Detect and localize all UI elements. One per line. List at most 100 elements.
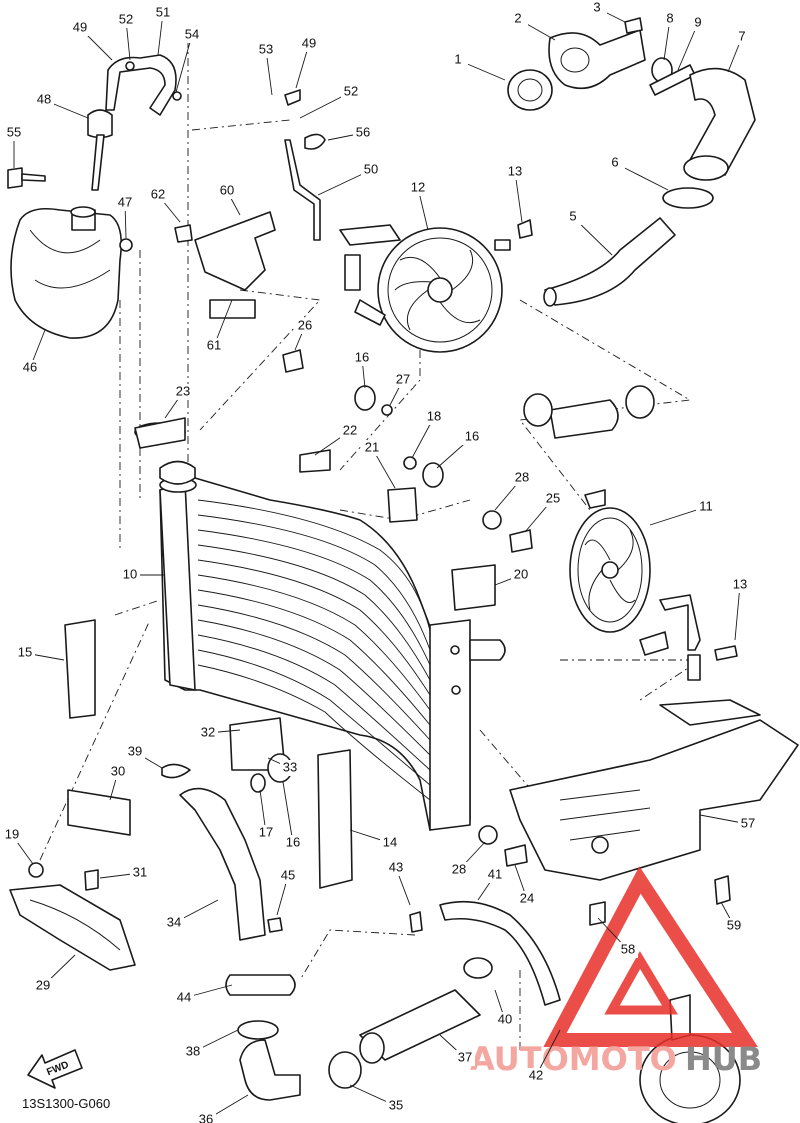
callout-number: 34 [167, 914, 181, 929]
callout-background [34, 92, 54, 108]
callout-number: 5 [569, 208, 576, 223]
callout-background [196, 1112, 216, 1123]
callout-number: 26 [298, 317, 312, 332]
callout-number: 54 [185, 26, 199, 41]
callout-number: 29 [36, 977, 50, 992]
watermark-text-a: AUTOMOTO [470, 1040, 677, 1078]
callout-number: 61 [207, 337, 221, 352]
watermark-text: AUTOMOTO HUB [470, 1040, 762, 1078]
callout-background [2, 827, 22, 843]
forward-arrow: FWD [27, 1049, 83, 1089]
callout-background [352, 350, 372, 366]
callout-number: 39 [128, 743, 142, 758]
callout-background [183, 1044, 203, 1060]
callout-number: 20 [514, 566, 528, 581]
callout-background [526, 1068, 546, 1084]
callout-background [125, 744, 145, 760]
callout-number: 17 [259, 824, 273, 839]
callout-background [130, 865, 150, 881]
callout-number: 8 [666, 10, 673, 25]
callout-background [353, 125, 373, 141]
callout-number: 23 [176, 383, 190, 398]
callout-background [495, 1012, 515, 1028]
callout-number: 22 [343, 422, 357, 437]
drawing-code: 13S1300-G060 [22, 1096, 111, 1111]
callout-number: 28 [452, 861, 466, 876]
callout-number: 55 [7, 124, 21, 139]
callout-number: 42 [529, 1067, 543, 1082]
callout-number: 49 [302, 35, 316, 50]
callout-background [280, 760, 300, 776]
small-hose-assembly [523, 385, 655, 439]
lower-guard [9, 884, 136, 971]
callout-number: 48 [37, 91, 51, 106]
bolts-upper-left [7, 167, 133, 252]
bypass-hoses [359, 900, 561, 1064]
callout-number: 7 [738, 28, 745, 43]
reservoir-tank [10, 206, 123, 339]
callout-number: 1 [454, 51, 461, 66]
callout-number: 50 [364, 161, 378, 176]
callout-number: 11 [699, 498, 713, 513]
callout-background [174, 990, 194, 1006]
callout-number: 52 [344, 83, 358, 98]
callout-number: 37 [458, 1049, 472, 1064]
callout-number: 43 [389, 859, 403, 874]
cooling-fan-lower [569, 489, 738, 681]
callout-background [587, 0, 607, 16]
callout-background [341, 84, 361, 100]
callout-background [256, 42, 276, 58]
callout-number: 6 [611, 154, 618, 169]
callout-background [340, 423, 360, 439]
leader-line [282, 781, 294, 844]
callout-background [505, 164, 525, 180]
callout-background [393, 372, 413, 388]
callout-background [455, 1050, 475, 1066]
callout-number: 53 [259, 41, 273, 56]
cooling-fan-upper [339, 219, 533, 353]
callout-background [449, 862, 469, 878]
callout-background [204, 338, 224, 354]
callout-number: 31 [133, 864, 147, 879]
callout-number: 33 [283, 759, 297, 774]
callout-background [386, 860, 406, 876]
callout-number: 19 [5, 826, 19, 841]
callout-number: 27 [396, 371, 410, 386]
callout-background [408, 180, 428, 196]
callout-number: 41 [488, 866, 502, 881]
callout-number: 38 [186, 1043, 200, 1058]
callout-background [164, 915, 184, 931]
callout-background [299, 36, 319, 52]
callout-background [688, 15, 708, 31]
callout-number: 56 [356, 124, 370, 139]
callout-background [485, 867, 505, 883]
callout-background [198, 725, 218, 741]
lower-hose-assembly [179, 787, 362, 1101]
leader-line [734, 584, 741, 641]
callout-number: 58 [621, 941, 635, 956]
thermostat-assembly [507, 17, 756, 181]
callout-background [115, 195, 135, 211]
callout-background [605, 155, 625, 171]
callout-background [563, 209, 583, 225]
callout-number: 35 [389, 1097, 403, 1112]
callout-number: 46 [23, 359, 37, 374]
callout-number: 2 [514, 10, 521, 25]
callout-number: 3 [593, 0, 600, 14]
callout-background [386, 1098, 406, 1114]
callout-number: 25 [546, 490, 560, 505]
callout-number: 40 [498, 1011, 512, 1026]
callout-background [108, 764, 128, 780]
callout-background [361, 162, 381, 178]
callout-number: 14 [383, 834, 397, 849]
callout-background [660, 11, 680, 27]
callout-background [153, 5, 173, 21]
callout-number: 49 [73, 19, 87, 34]
callout-number: 13 [508, 163, 522, 178]
callout-number: 45 [281, 867, 295, 882]
tank-bracket [174, 211, 276, 319]
callout-background [462, 429, 482, 445]
callout-background [173, 384, 193, 400]
callout-background [116, 12, 136, 28]
